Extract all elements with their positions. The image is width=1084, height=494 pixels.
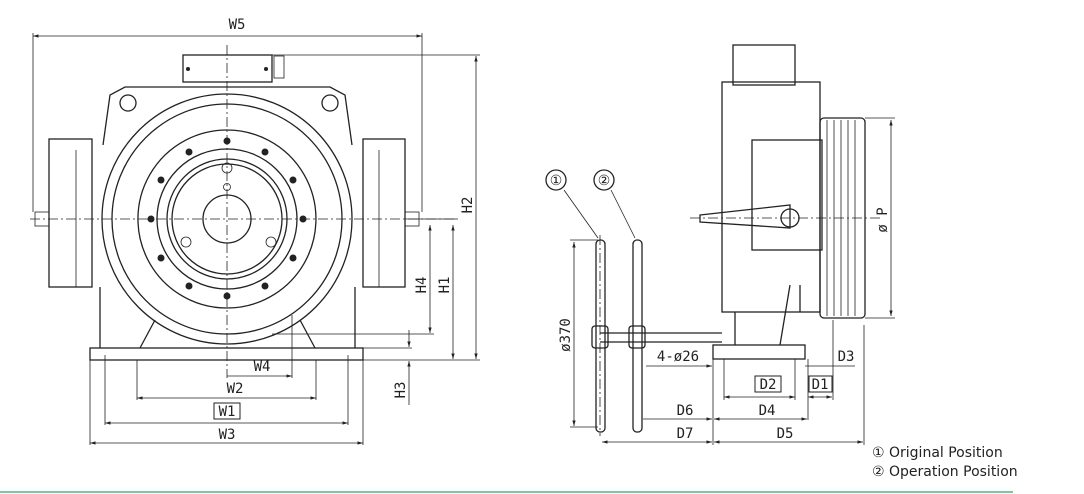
marker-operation: ②	[598, 173, 611, 189]
dim-d3: D3	[838, 349, 855, 365]
dim-w5: W5	[229, 17, 246, 33]
legend-operation-position: ② Operation Position	[872, 464, 1018, 480]
dim-d6: D6	[677, 403, 694, 419]
dim-d2: D2	[760, 377, 777, 393]
bolt-circle	[147, 137, 307, 300]
dim-handwheel-diameter: ø370	[558, 318, 574, 352]
legend: ① Original Position ② Operation Position	[872, 445, 1018, 480]
dim-d5: D5	[777, 426, 794, 442]
dim-d4: D4	[759, 403, 776, 419]
dim-d1: D1	[812, 377, 829, 393]
dim-d7: D7	[677, 426, 694, 442]
dim-w2: W2	[227, 381, 244, 397]
dim-h1: H1	[437, 277, 453, 294]
dim-mounting-holes: 4-ø26	[657, 349, 699, 365]
dim-pulley-diameter: ø P	[875, 207, 891, 232]
legend-original-position: ① Original Position	[872, 445, 1003, 461]
dim-w4: W4	[254, 359, 271, 375]
side-view: ① ② ø370 ø P 4-ø26 D3 D2 D1 D6 D4 D7 D5	[545, 44, 895, 445]
handwheel-operation	[632, 239, 643, 433]
dim-w3: W3	[219, 427, 236, 443]
dim-h4: H4	[414, 277, 430, 294]
handwheel-original	[595, 239, 606, 433]
front-view: W5 W4 W2 W1 W3 H2 H1 H4 H3	[30, 17, 480, 445]
marker-original: ①	[550, 173, 563, 189]
dim-h2: H2	[460, 197, 476, 214]
dim-h3: H3	[393, 382, 409, 399]
dim-w1: W1	[219, 404, 236, 420]
